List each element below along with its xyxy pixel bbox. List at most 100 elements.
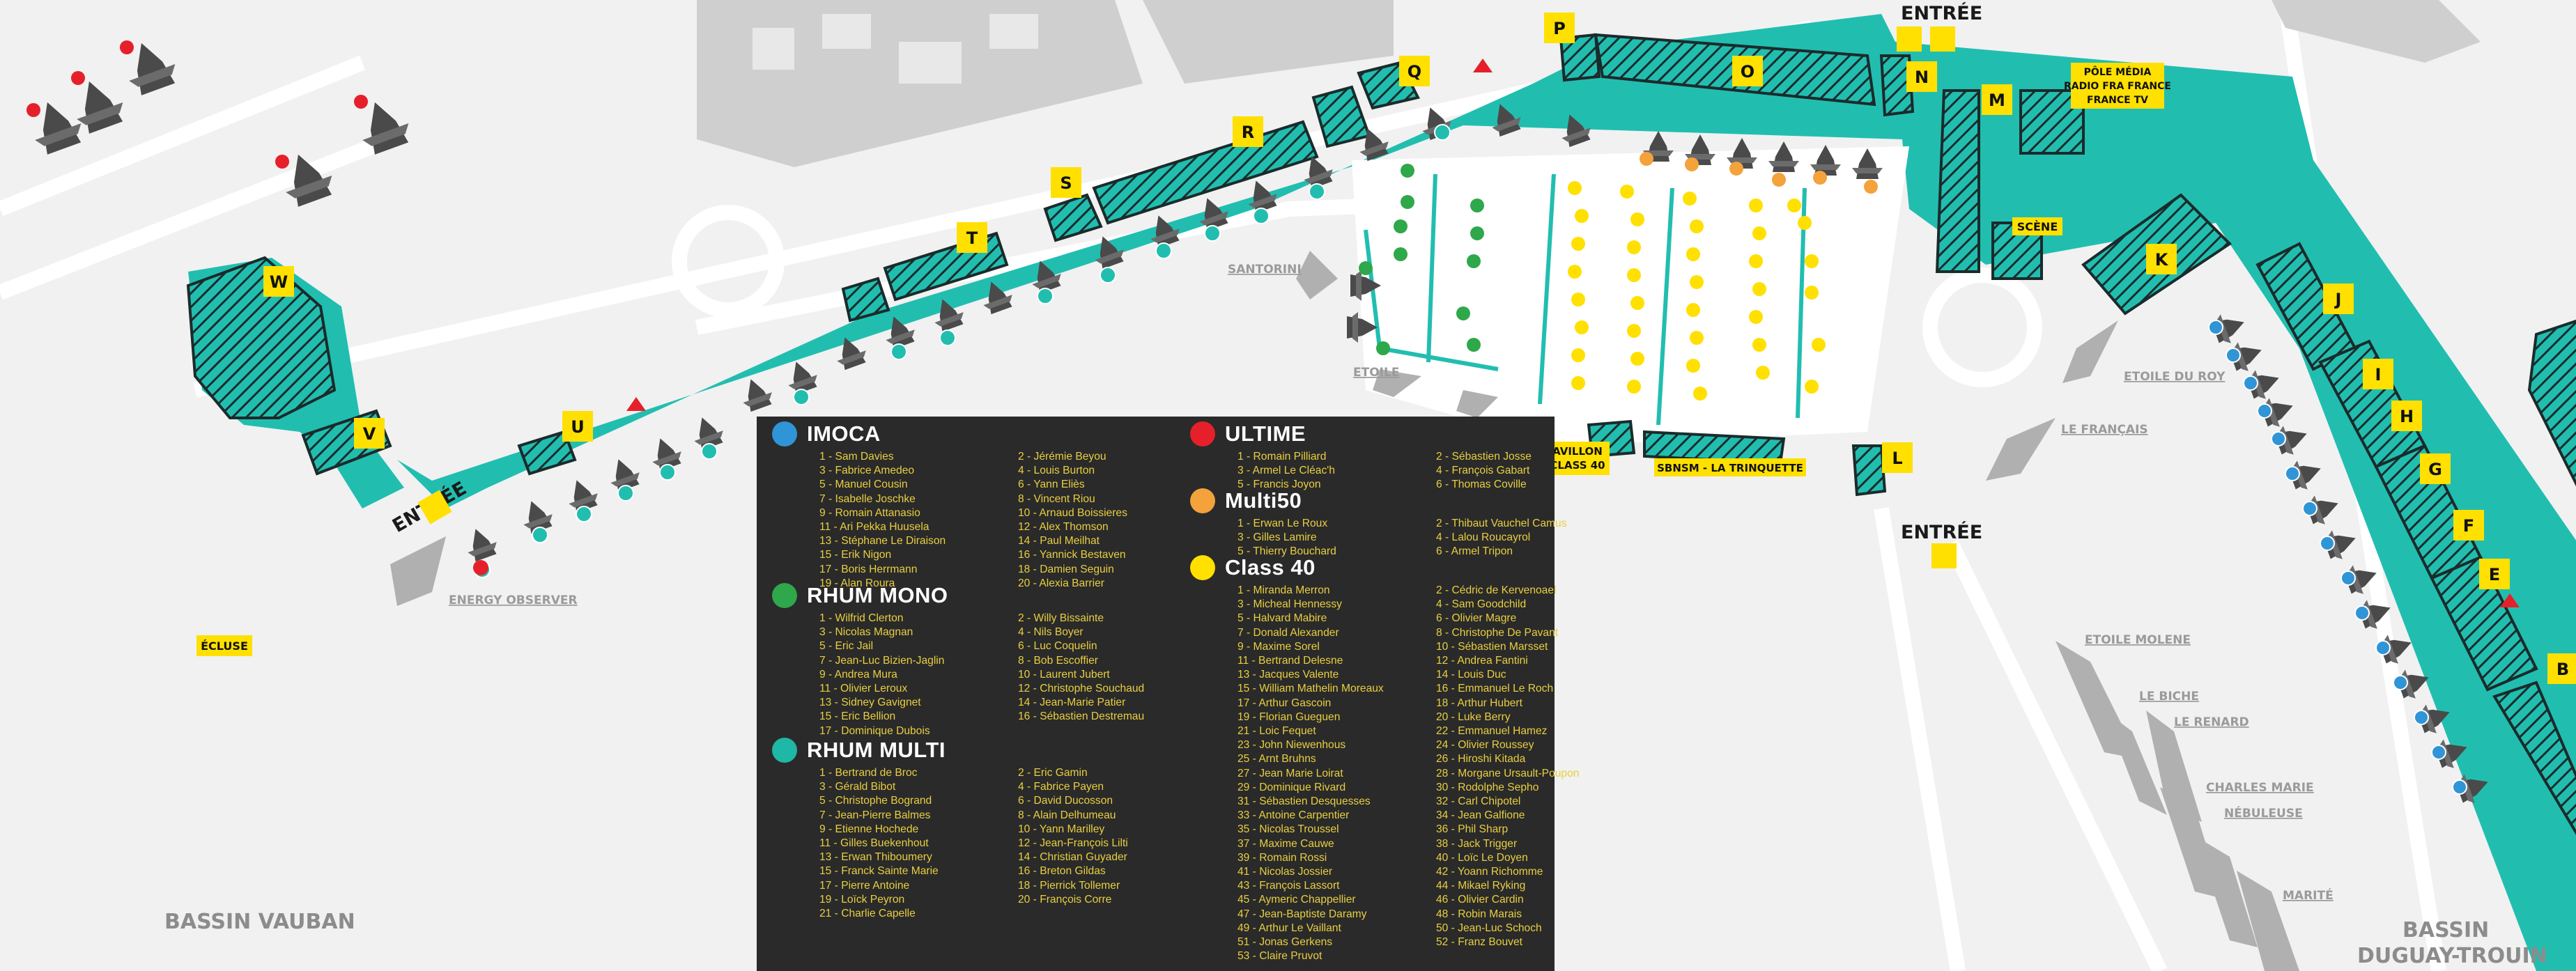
zone-marker-s: S	[1051, 167, 1081, 198]
skipper-entry: 36 - Phil Sharp	[1436, 823, 1509, 836]
rhum-mono-dot	[772, 583, 797, 608]
skipper-entry: 18 - Pierrick Tollemer	[1018, 879, 1120, 892]
zone-marker-k: K	[2146, 244, 2177, 274]
skipper-entry: 13 - Stéphane Le Diraison	[819, 535, 946, 547]
skipper-entry: 6 - Armel Tripon	[1436, 545, 1513, 558]
zone-marker-f: F	[2453, 510, 2484, 541]
skipper-entry: 12 - Alex Thomson	[1018, 521, 1109, 534]
zone-letter: O	[1741, 62, 1754, 81]
skipper-entry: 34 - Jean Galfione	[1436, 809, 1525, 822]
skipper-entry: 50 - Jean-Luc Schoch	[1436, 922, 1542, 934]
label-le-biche: LE BICHE	[2139, 690, 2199, 704]
zone-marker-b: B	[2547, 653, 2576, 684]
skipper-entry: 12 - Jean-François Lilti	[1018, 837, 1128, 850]
skipper-entry: 1 - Sam Davies	[819, 451, 894, 463]
skipper-entry: 44 - Mikael Ryking	[1436, 880, 1526, 892]
zone-marker-v: V	[354, 418, 385, 449]
skipper-entry: 2 - Thibaut Vauchel Camus	[1436, 518, 1567, 529]
skipper-entry: 13 - Erwan Thiboumery	[819, 851, 932, 864]
svg-text:PÔLE MÉDIA: PÔLE MÉDIA	[2084, 65, 2152, 78]
skipper-entry: 38 - Jack Trigger	[1436, 837, 1518, 850]
skipper-entry: 4 - Fabrice Payen	[1018, 781, 1104, 793]
skipper-entry: 14 - Louis Duc	[1436, 669, 1506, 681]
skipper-entry: 45 - Aymeric Chappellier	[1237, 894, 1356, 906]
label-bassin-duguay-1: BASSIN	[2403, 918, 2489, 942]
skipper-entry: 16 - Breton Gildas	[1018, 865, 1106, 878]
skipper-entry: 7 - Isabelle Joschke	[819, 492, 916, 505]
skipper-entry: 17 - Arthur Gascoin	[1237, 697, 1332, 709]
skipper-entry: 19 - Florian Gueguen	[1237, 710, 1341, 723]
skipper-entry: 16 - Sébastien Destremau	[1018, 710, 1145, 723]
legend-title: RHUM MONO	[807, 583, 948, 607]
skipper-entry: 3 - Gilles Lamire	[1237, 531, 1317, 544]
zone-marker-w: W	[263, 266, 294, 297]
svg-text:RADIO FRA FRANCE: RADIO FRA FRANCE	[2064, 81, 2171, 92]
zone-marker-p: P	[1544, 13, 1575, 43]
skipper-entry: 22 - Emmanuel Hamez	[1436, 725, 1548, 738]
skipper-entry: 46 - Olivier Cardin	[1436, 894, 1524, 906]
entree-top: ENTRÉE	[1901, 2, 1982, 24]
zone-letter: U	[571, 417, 585, 437]
skipper-entry: 11 - Ari Pekka Huusela	[819, 521, 930, 534]
skipper-entry: 10 - Arnaud Boissieres	[1018, 506, 1127, 519]
label-etoile-molene: ETOILE MOLENE	[2085, 633, 2191, 647]
zone-letter: T	[966, 228, 978, 248]
skipper-entry: 14 - Jean-Marie Patier	[1018, 697, 1126, 709]
legend-title: ULTIME	[1225, 421, 1306, 446]
skipper-entry: 10 - Yann Marilley	[1018, 823, 1105, 835]
skipper-entry: 4 - François Gabart	[1436, 465, 1530, 477]
skipper-entry: 19 - Loïck Peyron	[819, 893, 905, 906]
imoca-dot	[772, 421, 797, 446]
svg-text:SBNSM - LA TRINQUETTE: SBNSM - LA TRINQUETTE	[1657, 462, 1803, 474]
skipper-entry: 20 - Luke Berry	[1436, 710, 1511, 723]
skipper-entry: 15 - Erik Nigon	[819, 549, 892, 561]
skipper-entry: 1 - Miranda Merron	[1237, 584, 1330, 596]
label-marite: MARITÉ	[2283, 887, 2334, 903]
zone-letter: L	[1892, 449, 1902, 468]
skipper-entry: 5 - Manuel Cousin	[819, 479, 908, 491]
skipper-entry: 1 - Romain Pilliard	[1237, 451, 1327, 463]
skipper-entry: 39 - Romain Rossi	[1237, 851, 1327, 864]
skipper-entry: 11 - Olivier Leroux	[819, 683, 908, 695]
skipper-entry: 20 - Alexia Barrier	[1018, 577, 1104, 589]
skipper-entry: 2 - Sébastien Josse	[1436, 451, 1532, 463]
zone-letter: F	[2463, 516, 2474, 536]
zone-letter: M	[1989, 91, 2005, 110]
skipper-entry: 17 - Dominique Dubois	[819, 724, 930, 737]
legend-title: IMOCA	[807, 421, 881, 446]
zone-letter: Q	[1407, 62, 1421, 81]
zone-letter: B	[2556, 660, 2569, 679]
skipper-entry: 20 - François Corre	[1018, 893, 1112, 906]
skipper-entry: 28 - Morgane Ursault-Poupon	[1436, 767, 1580, 779]
multi50-dot	[1190, 488, 1215, 513]
legend-title: Class 40	[1225, 555, 1316, 580]
skipper-entry: 9 - Romain Attanasio	[819, 506, 920, 519]
skipper-entry: 15 - Eric Bellion	[819, 710, 896, 723]
sbnsm-label: SBNSM - LA TRINQUETTE	[1654, 458, 1806, 476]
zone-marker-e: E	[2479, 559, 2510, 589]
label-nebuleuse: NÉBULEUSE	[2224, 805, 2303, 821]
skipper-entry: 7 - Jean-Pierre Balmes	[819, 809, 931, 821]
zone-marker-r: R	[1233, 116, 1263, 147]
skipper-entry: 27 - Jean Marie Loirat	[1237, 767, 1343, 779]
label-etoile: ETOILE	[1353, 366, 1399, 380]
skipper-entry: 5 - Halvard Mabire	[1237, 612, 1327, 625]
zone-marker-q: Q	[1399, 56, 1430, 86]
skipper-entry: 9 - Andrea Mura	[819, 668, 897, 681]
zone-letter: I	[2375, 365, 2382, 384]
rhum-multi-dot	[772, 738, 797, 763]
pole-media: PÔLE MÉDIA RADIO FRA FRANCE FRANCE TV	[2064, 63, 2171, 109]
moored-vessels	[390, 251, 2299, 971]
skipper-entry: 2 - Willy Bissainte	[1018, 612, 1104, 624]
inner-basin	[1352, 146, 1909, 446]
skipper-entry: 29 - Dominique Rivard	[1237, 781, 1346, 793]
